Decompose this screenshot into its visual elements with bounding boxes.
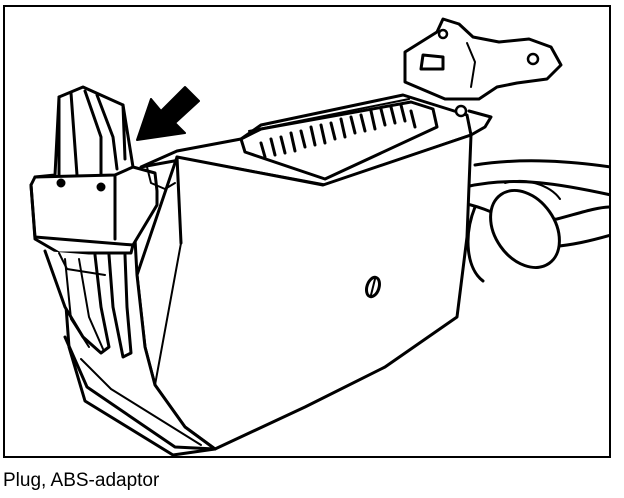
mounting-bracket (403, 17, 563, 101)
locking-tab (29, 85, 176, 359)
screw-icon (365, 275, 381, 299)
arrow-indicator (136, 86, 200, 141)
figure-caption: Plug, ABS-adaptor (3, 470, 160, 491)
plug-housing (61, 93, 493, 456)
figure-frame (3, 5, 611, 458)
contact-pins (248, 98, 417, 159)
abs-adaptor-plug-illustration (29, 17, 609, 456)
cable (455, 159, 609, 283)
